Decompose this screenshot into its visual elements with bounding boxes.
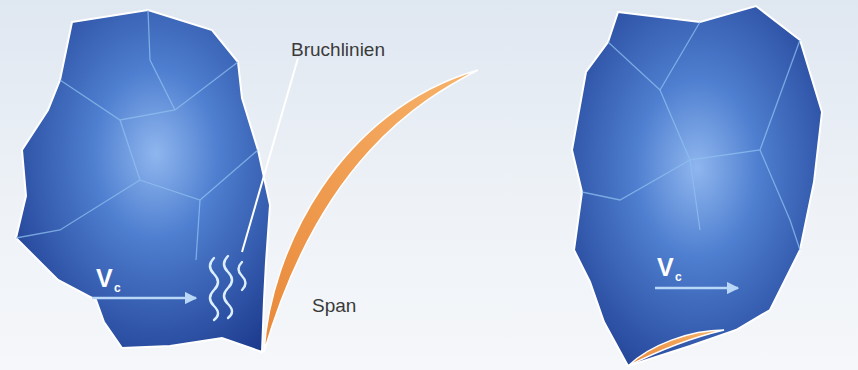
velocity-subscript: c [114, 282, 121, 294]
crystal-lines [16, 10, 258, 260]
velocity-symbol: V [657, 255, 674, 280]
abrasive-grain [572, 6, 822, 366]
velocity-arrow [92, 297, 196, 300]
callout-label: Bruchlinien [291, 40, 385, 59]
chip [264, 70, 478, 352]
crystal-lines [582, 22, 800, 250]
chip [628, 330, 724, 366]
velocity-symbol: V [96, 266, 113, 291]
velocity-subscript: c [675, 271, 682, 283]
fracture-lines [210, 256, 246, 320]
velocity-arrow [655, 287, 738, 290]
callout-label: Span [312, 296, 356, 315]
abrasive-grain [16, 10, 270, 352]
leader-line [242, 58, 298, 252]
